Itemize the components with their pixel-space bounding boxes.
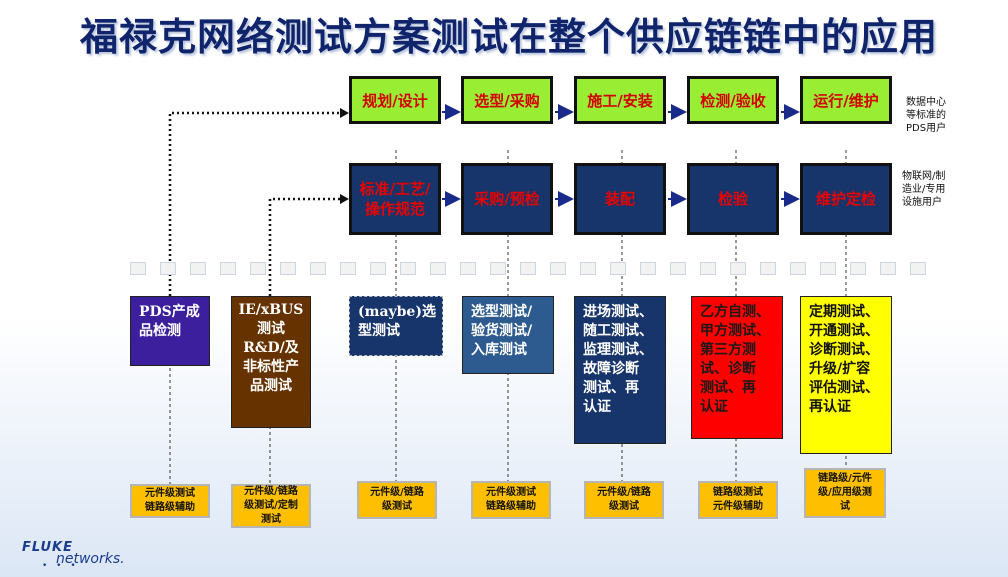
stage-plan-design: 规划/设计 — [349, 76, 441, 124]
test-box-party: 乙方自测、 甲方测试、 第三方测 试、诊断 测试、再 认证 — [691, 296, 783, 439]
stage-side-label: 数据中心 等标准的 PDS用户 — [906, 97, 947, 134]
logo-line1: FLUKE — [22, 540, 73, 555]
test-box-periodic: 定期测试、 开通测试、 诊断测试、 升级/扩容 评估测试、 再认证 — [800, 296, 892, 454]
level-box-3: 元件级/链路 级测试 — [357, 481, 437, 519]
step-inspection: 检验 — [687, 163, 779, 235]
logo-line2: networks. — [56, 551, 125, 567]
step-maintenance: 维护定检 — [800, 163, 892, 235]
test-box-acceptance: 选型测试/ 验货测试/ 入库测试 — [462, 296, 554, 374]
logo-dots: • • • — [42, 561, 79, 571]
divider-band — [130, 262, 932, 276]
stage-construct-install: 施工/安装 — [574, 76, 666, 124]
page-title: 福禄克网络测试方案测试在整个供应链链中的应用 — [80, 15, 939, 59]
step-standards: 标准/工艺/ 操作规范 — [349, 163, 441, 235]
level-box-1: 元件级测试 链路级辅助 — [130, 484, 210, 518]
test-box-field: 进场测试、 随工测试、 监理测试、 故障诊断 测试、再 认证 — [574, 296, 666, 444]
stage-inspect-accept: 检测/验收 — [687, 76, 779, 124]
level-box-7: 链路级/元件 级/应用级测 试 — [804, 468, 886, 518]
stage-select-purchase: 选型/采购 — [461, 76, 553, 124]
level-box-6: 链路级测试 元件级辅助 — [698, 481, 778, 519]
step-purchase-precheck: 采购/预检 — [461, 163, 553, 235]
step-side-label: 物联网/制 造业/专用 设施用户 — [902, 171, 946, 208]
fluke-networks-logo: FLUKE networks. • • • — [22, 540, 125, 571]
level-box-2: 元件级/链路 级测试/定制 测试 — [231, 484, 311, 528]
test-box-iexbus: IE/xBUS 测试 R&D/及 非标性产 品测试 — [231, 296, 311, 428]
level-box-4: 元件级测试 链路级辅助 — [471, 481, 551, 519]
step-assembly: 装配 — [574, 163, 666, 235]
test-box-selection: (maybe)选 型测试 — [349, 296, 443, 356]
level-box-5: 元件级/链路 级测试 — [584, 481, 664, 519]
test-box-pds: PDS产成 品检测 — [130, 296, 210, 366]
stage-operate-maintain: 运行/维护 — [800, 76, 892, 124]
